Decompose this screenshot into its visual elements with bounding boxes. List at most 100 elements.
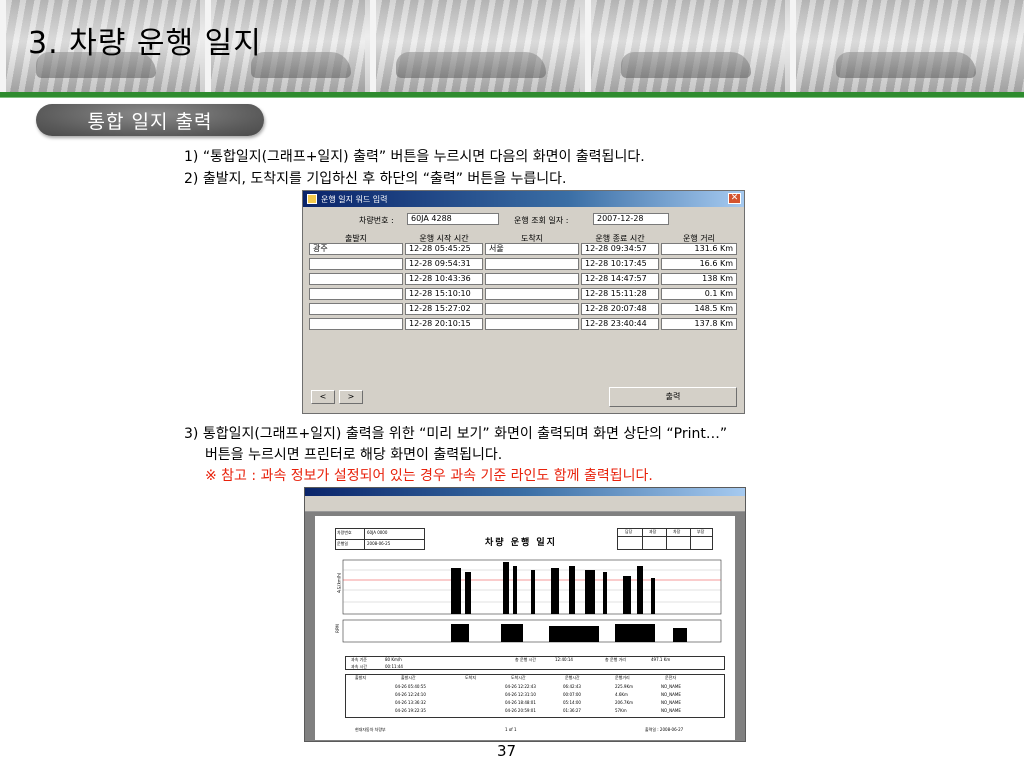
print-button[interactable]: 출력 bbox=[609, 387, 737, 407]
section-label: 통합 일지 출력 bbox=[36, 104, 264, 136]
close-icon[interactable]: ✕ bbox=[728, 193, 741, 204]
start-time-cell: 12-28 09:54:31 bbox=[405, 258, 483, 270]
end-time-cell: 12-28 09:34:57 bbox=[581, 243, 659, 255]
start-time-cell: 12-28 15:10:10 bbox=[405, 288, 483, 300]
speed-axis-label: 속도(km/h) bbox=[336, 572, 342, 594]
table-cell: NO_NAME bbox=[661, 700, 681, 705]
destination-input[interactable]: 서울 bbox=[485, 243, 579, 255]
trip-log-input-dialog: 운행 일지 워드 입력 ✕ 차량번호 : 60JA 4288 운행 조회 일자 … bbox=[302, 190, 745, 414]
table-header: 도착시간 bbox=[511, 675, 526, 680]
slide-title: 3. 차량 운행 일지 bbox=[28, 26, 262, 61]
destination-input[interactable] bbox=[485, 273, 579, 285]
table-cell: 225.9Km bbox=[615, 684, 633, 689]
table-header: 도착지 bbox=[465, 675, 477, 680]
destination-input[interactable] bbox=[485, 288, 579, 300]
table-header: 운행거리 bbox=[615, 675, 630, 680]
speed-rpm-graph bbox=[342, 559, 722, 643]
summary-value: 00:11:44 bbox=[385, 664, 403, 669]
col-header-start-time: 운행 시작 시간 bbox=[419, 234, 469, 243]
approval-label: 부장 bbox=[697, 529, 705, 534]
instruction-step-2: 2) 출발지, 도착지를 기입하신 후 하단의 “출력” 버튼을 누릅니다. bbox=[184, 171, 567, 187]
col-header-end-time: 운행 종료 시간 bbox=[595, 234, 645, 243]
end-time-cell: 12-28 23:40:44 bbox=[581, 318, 659, 330]
distance-cell: 137.8 Km bbox=[661, 318, 737, 330]
summary-value: 80 Km/h bbox=[385, 657, 402, 662]
distance-cell: 0.1 Km bbox=[661, 288, 737, 300]
instruction-step-1: 1) “통합일지(그래프+일지) 출력” 버튼을 누르시면 다음의 화면이 출력… bbox=[184, 149, 645, 165]
table-cell: NO_NAME bbox=[661, 684, 681, 689]
summary-label: 과속 시간 bbox=[351, 664, 367, 669]
header-photo-4 bbox=[585, 0, 785, 92]
app-icon bbox=[307, 194, 317, 204]
dialog-title: 운행 일지 워드 입력 bbox=[321, 194, 388, 204]
start-time-cell: 12-28 20:10:15 bbox=[405, 318, 483, 330]
report-title: 차량 운행 일지 bbox=[485, 538, 557, 548]
end-time-cell: 12-28 15:11:28 bbox=[581, 288, 659, 300]
info-label-vehicle: 차량번호 bbox=[337, 530, 352, 535]
table-cell: 04-26 18:48:01 bbox=[505, 700, 536, 705]
table-cell: NO_NAME bbox=[661, 708, 681, 713]
start-time-cell: 12-28 15:27:02 bbox=[405, 303, 483, 315]
distance-cell: 16.6 Km bbox=[661, 258, 737, 270]
vehicle-info-box bbox=[335, 528, 425, 550]
summary-label: 총 운행 거리 bbox=[605, 657, 626, 662]
report-footer-left: 현대자동차 차량부 bbox=[355, 727, 386, 732]
approval-label: 차장 bbox=[673, 529, 681, 534]
table-cell: 206.7Km bbox=[615, 700, 633, 705]
preview-menubar bbox=[305, 496, 745, 503]
summary-label: 과속 기준 bbox=[351, 657, 367, 662]
table-cell: 4.6Km bbox=[615, 692, 628, 697]
table-cell: 57Km bbox=[615, 708, 627, 713]
trip-date-label: 운행 조회 일자 : bbox=[514, 216, 569, 225]
table-cell: 04-26 12:22:43 bbox=[505, 684, 536, 689]
table-cell: 04-26 05:40:55 bbox=[395, 684, 426, 689]
table-cell: 01:36:27 bbox=[563, 708, 581, 713]
origin-input[interactable] bbox=[309, 273, 403, 285]
instruction-step-3: 3) 통합일지(그래프+일지) 출력을 위한 “미리 보기” 화면이 출력되며 … bbox=[184, 426, 728, 442]
distance-cell: 148.5 Km bbox=[661, 303, 737, 315]
page-number: 37 bbox=[497, 742, 517, 760]
approval-label: 과장 bbox=[649, 529, 657, 534]
header-divider-thin bbox=[0, 97, 1024, 98]
table-cell: 04-26 12:31:10 bbox=[505, 692, 536, 697]
info-value-vehicle: 60JA 0000 bbox=[367, 530, 388, 535]
info-label-date: 운행일 bbox=[337, 541, 349, 546]
origin-input[interactable] bbox=[309, 288, 403, 300]
destination-input[interactable] bbox=[485, 258, 579, 270]
start-time-cell: 12-28 05:45:25 bbox=[405, 243, 483, 255]
speeding-note: ※ 참고 : 과속 정보가 설정되어 있는 경우 과속 기준 라인도 함께 출력… bbox=[205, 468, 653, 484]
table-header: 운행시간 bbox=[565, 675, 580, 680]
table-cell: 04-26 19:22:35 bbox=[395, 708, 426, 713]
report-footer-center: 1 of 1 bbox=[505, 727, 517, 732]
next-page-button[interactable]: > bbox=[339, 390, 363, 404]
rpm-axis-label: RPM bbox=[334, 624, 340, 633]
vehicle-number-label: 차량번호 : bbox=[359, 216, 394, 225]
origin-input[interactable] bbox=[309, 258, 403, 270]
header-photo-5 bbox=[790, 0, 1024, 92]
start-time-cell: 12-28 10:43:36 bbox=[405, 273, 483, 285]
trip-date-field[interactable]: 2007-12-28 bbox=[593, 213, 669, 225]
dialog-titlebar: 운행 일지 워드 입력 ✕ bbox=[303, 191, 744, 207]
prev-page-button[interactable]: < bbox=[311, 390, 335, 404]
table-cell: 04-26 12:24:10 bbox=[395, 692, 426, 697]
summary-strip bbox=[345, 656, 725, 670]
end-time-cell: 12-28 10:17:45 bbox=[581, 258, 659, 270]
origin-input[interactable] bbox=[309, 318, 403, 330]
print-preview-window: 차량번호 60JA 0000 운행일 2008-06-25 차량 운행 일지 담… bbox=[304, 487, 746, 742]
origin-input[interactable] bbox=[309, 303, 403, 315]
summary-label: 총 운행 시간 bbox=[515, 657, 536, 662]
header-banner: 3. 차량 운행 일지 bbox=[0, 0, 1024, 92]
col-header-distance: 운행 거리 bbox=[683, 234, 715, 243]
vehicle-number-field[interactable]: 60JA 4288 bbox=[407, 213, 499, 225]
end-time-cell: 12-28 20:07:48 bbox=[581, 303, 659, 315]
summary-value: 12:40:14 bbox=[555, 657, 573, 662]
header-divider bbox=[0, 92, 1024, 97]
header-photo-2 bbox=[205, 0, 365, 92]
approval-label: 담당 bbox=[625, 529, 633, 534]
report-footer-right: 출력일 : 2008-06-27 bbox=[645, 727, 684, 732]
distance-cell: 138 Km bbox=[661, 273, 737, 285]
origin-input[interactable]: 광주 bbox=[309, 243, 403, 255]
destination-input[interactable] bbox=[485, 318, 579, 330]
end-time-cell: 12-28 14:47:57 bbox=[581, 273, 659, 285]
destination-input[interactable] bbox=[485, 303, 579, 315]
